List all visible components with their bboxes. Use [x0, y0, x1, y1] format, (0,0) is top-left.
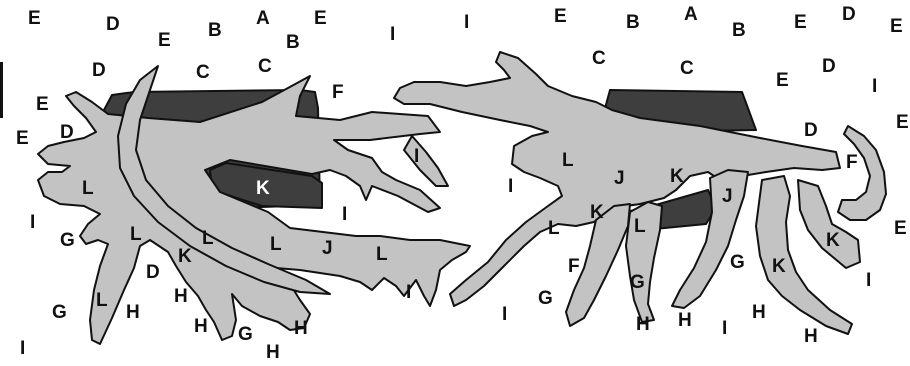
label: B	[286, 32, 300, 53]
label: L	[548, 218, 560, 239]
label: I	[342, 204, 347, 225]
label: I	[414, 146, 419, 167]
label: C	[196, 62, 210, 83]
label: D	[92, 60, 106, 81]
right-hook-branch	[837, 125, 887, 221]
label: I	[866, 270, 871, 291]
label: E	[36, 94, 49, 115]
right-lower-arm-1	[565, 203, 631, 327]
label: G	[60, 230, 75, 251]
label: K	[670, 166, 684, 187]
right-lower-arm-5	[797, 179, 861, 269]
right-lower-arm-2	[625, 201, 663, 323]
label: L	[376, 244, 388, 265]
left-upper-spike	[403, 135, 449, 187]
label: G	[538, 288, 553, 309]
left-edge-bar	[0, 62, 3, 118]
label: H	[266, 342, 280, 363]
right-main-body	[393, 51, 841, 307]
label: E	[314, 8, 327, 29]
label: H	[678, 310, 692, 331]
label: C	[258, 56, 272, 77]
label: I	[872, 76, 877, 97]
label: L	[562, 150, 574, 171]
label: K	[256, 178, 270, 199]
label: K	[178, 246, 192, 267]
label: G	[630, 272, 645, 293]
label: A	[684, 4, 698, 25]
label: D	[60, 122, 74, 143]
label: I	[722, 318, 727, 339]
label: J	[322, 238, 333, 259]
label: E	[158, 30, 171, 51]
label: G	[730, 252, 745, 273]
label: H	[636, 314, 650, 335]
label: L	[634, 216, 646, 237]
label: D	[842, 4, 856, 25]
label: L	[96, 290, 108, 311]
left-long-arc-branch	[117, 65, 331, 295]
label: H	[294, 318, 308, 339]
label: F	[846, 152, 858, 173]
label: L	[270, 234, 282, 255]
label: F	[568, 256, 580, 277]
label: A	[256, 8, 270, 29]
label: G	[52, 302, 67, 323]
label: H	[174, 286, 188, 307]
right-lower-arm-4	[755, 175, 853, 335]
label: E	[890, 16, 903, 37]
label: B	[732, 20, 746, 41]
label: I	[502, 304, 507, 325]
label: I	[508, 176, 513, 197]
label: L	[82, 178, 94, 199]
label: G	[238, 324, 253, 345]
label: B	[626, 12, 640, 33]
label: K	[772, 256, 786, 277]
label: E	[16, 128, 29, 149]
label: E	[794, 12, 807, 33]
label: H	[126, 302, 140, 323]
label: F	[332, 82, 344, 103]
left-branching-structure	[37, 65, 471, 345]
label: C	[592, 48, 606, 69]
label: D	[146, 262, 160, 283]
label: J	[722, 186, 733, 207]
label: L	[202, 228, 214, 249]
label: H	[194, 316, 208, 337]
label: I	[30, 212, 35, 233]
label: D	[804, 120, 818, 141]
label-layer: E D E B A E B I I E B A B E D E D C C F …	[16, 4, 909, 363]
label: E	[894, 218, 907, 239]
right-branching-structure	[393, 51, 887, 335]
label: E	[554, 6, 567, 27]
label: L	[130, 224, 142, 245]
label: I	[406, 282, 411, 303]
label: J	[614, 168, 625, 189]
label: E	[896, 112, 909, 133]
label: E	[776, 70, 789, 91]
label: D	[822, 56, 836, 77]
label: B	[208, 20, 222, 41]
label: E	[28, 8, 41, 29]
label: K	[826, 230, 840, 251]
label: C	[680, 58, 694, 79]
label: I	[464, 12, 469, 33]
right-lower-arm-3	[671, 169, 749, 309]
label: H	[752, 302, 766, 323]
label: H	[804, 326, 818, 347]
label: I	[20, 338, 25, 359]
label: D	[106, 14, 120, 35]
label: K	[590, 202, 604, 223]
label: I	[390, 24, 395, 45]
